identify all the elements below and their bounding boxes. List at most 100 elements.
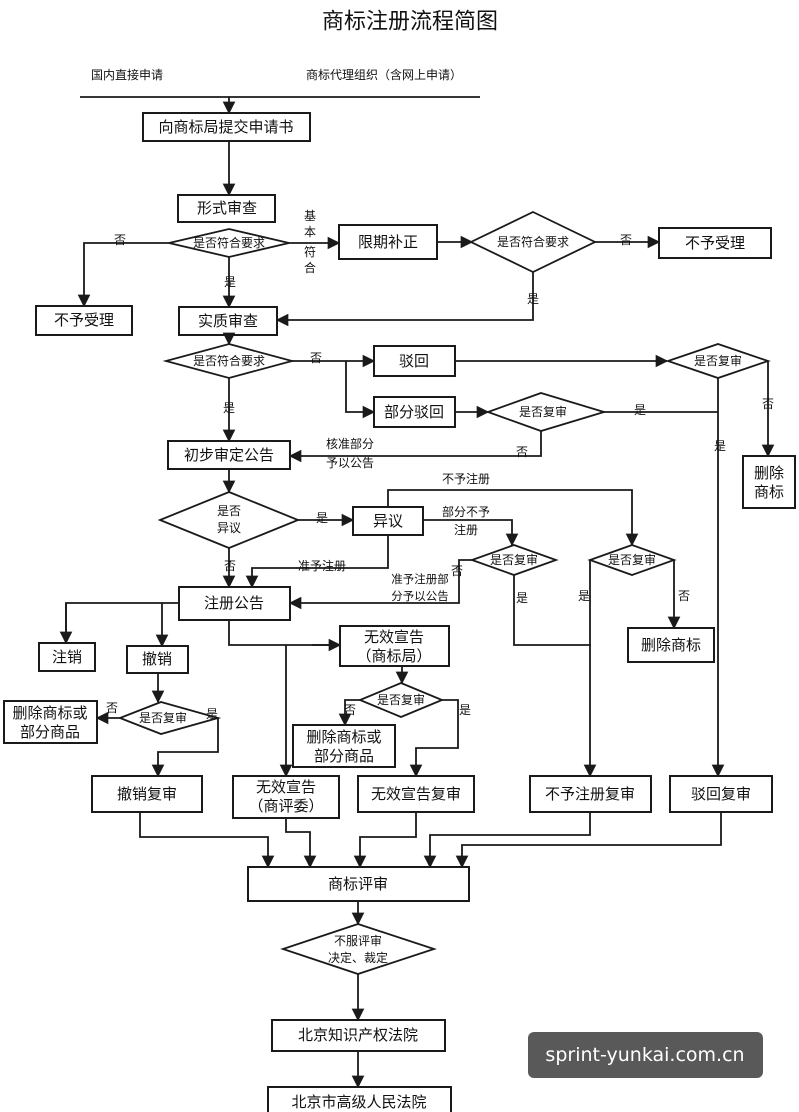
- edge-obj-approve: [245, 535, 389, 589]
- basic-fit-3: 符: [304, 244, 316, 259]
- q6-yes-label: 是: [459, 703, 471, 717]
- objq-no-label: 否: [224, 559, 236, 573]
- edge-reject-review-board: [455, 812, 722, 869]
- revoke-box: [126, 645, 189, 674]
- review-q4-diamond: [587, 544, 677, 576]
- substantive-ok-label: 是否符合要求: [193, 353, 265, 368]
- source-direct: 国内直接申请: [91, 67, 163, 82]
- edge-invalid-board-board: [285, 818, 317, 869]
- objq-yes-label: 是: [316, 511, 328, 525]
- edge-correct-yes: [275, 272, 534, 327]
- board-review-label: 商标评审: [328, 875, 388, 893]
- reg-notice-label: 注册公告: [204, 594, 264, 612]
- q5-no-label: 否: [106, 701, 118, 715]
- correct-label: 限期补正: [358, 233, 418, 251]
- edge-revoke-review-board: [139, 812, 275, 869]
- substantive-box: [178, 306, 278, 336]
- invalid-office-box: [339, 625, 450, 667]
- reject-review-label: 驳回复审: [691, 785, 751, 803]
- high-court-label: 北京市高级人民法院: [291, 1093, 426, 1111]
- watermark-badge: [528, 1032, 763, 1078]
- invalid-board-line2: （商评委）: [248, 797, 323, 815]
- refuse-reg-review-box: [529, 775, 652, 813]
- q3-yes-label: 是: [516, 591, 528, 605]
- delete-goods-1-box: [3, 700, 98, 744]
- substantive-no-label: 否: [310, 351, 322, 365]
- delete-mark-1-line2: 商标: [754, 483, 784, 501]
- objection-q-line2: 异议: [217, 521, 241, 535]
- q5-yes-label: 是: [206, 707, 218, 721]
- edge-obj-partial: [423, 519, 519, 547]
- objection-q-line1: 是否: [217, 504, 241, 518]
- delete-goods-2-line2: 部分商品: [314, 747, 374, 765]
- high-court-box: [267, 1086, 452, 1112]
- revoke-review-box: [91, 775, 203, 813]
- q1-yes-label: 是: [714, 439, 726, 453]
- formal-no-label: 否: [114, 233, 126, 247]
- approve-part-notice-2: 分予以公告: [391, 589, 449, 603]
- basic-fit-2: 本: [304, 225, 316, 239]
- q2-no-label: 否: [516, 445, 528, 459]
- formal-review-label: 形式审查: [197, 199, 257, 217]
- edge-q3-yes: [513, 575, 597, 778]
- ip-court-label: 北京知识产权法院: [298, 1026, 418, 1044]
- cancel-box: [38, 642, 96, 672]
- not-accepted-right-label: 不予受理: [685, 234, 745, 252]
- correct-box: [338, 224, 438, 260]
- invalid-office-line2: （商标局）: [356, 647, 431, 665]
- q6-no-label: 否: [344, 703, 356, 717]
- review-q6-diamond: [357, 682, 445, 718]
- delete-goods-2-box: [292, 724, 396, 768]
- not-accepted-left-box: [35, 305, 133, 336]
- approve-part-1: 核准部分: [326, 436, 374, 451]
- review-q5-label: 是否复审: [139, 710, 187, 725]
- substantive-label: 实质审查: [198, 312, 258, 330]
- invalid-review-label: 无效宣告复审: [371, 785, 461, 803]
- dissatisfied-line2: 决定、裁定: [328, 950, 388, 965]
- not-accepted-right-box: [658, 227, 772, 259]
- q2-yes-label: 是: [634, 403, 646, 417]
- q1-no-label: 否: [762, 397, 774, 411]
- formal-yes-label: 是: [224, 275, 236, 289]
- edge-q2-no: [288, 431, 542, 463]
- delete-mark-2-label: 删除商标: [641, 636, 701, 654]
- correct-ok-label: 是否符合要求: [497, 234, 569, 249]
- edge-q5-yes: [151, 718, 219, 778]
- delete-goods-1-line2: 部分商品: [20, 723, 80, 741]
- review-q6-label: 是否复审: [377, 692, 425, 707]
- source-agency: 商标代理组织（含网上申请）: [306, 67, 462, 82]
- q3-no-label: 否: [451, 564, 463, 578]
- edge-obj-refuse: [387, 489, 639, 547]
- submit-box: [142, 112, 311, 142]
- revoke-review-label: 撤销复审: [117, 785, 177, 803]
- review-q5-diamond: [117, 701, 222, 735]
- reject-label: 驳回: [399, 352, 429, 370]
- correct-yes-label: 是: [527, 292, 539, 306]
- partial-reject-label: 部分驳回: [384, 403, 444, 421]
- edge-q6-no: [338, 699, 360, 727]
- submit-label: 向商标局提交申请书: [158, 118, 293, 136]
- refuse-reg-review-label: 不予注册复审: [545, 785, 635, 803]
- prelim-notice-label: 初步审定公告: [184, 446, 274, 464]
- approve-part-notice-1: 准予注册部: [391, 572, 449, 586]
- substantive-yes-label: 是: [223, 401, 235, 415]
- delete-goods-2-line1: 删除商标或: [306, 728, 381, 746]
- basic-fit-1: 基: [304, 209, 316, 223]
- approve-part-2: 予以公告: [326, 456, 374, 470]
- partial-refuse-1: 部分不予: [442, 504, 490, 519]
- edge-sub-partial: [345, 361, 376, 419]
- edge-q6-yes: [409, 699, 459, 778]
- review-q2-label: 是否复审: [519, 404, 567, 419]
- edge-refuse-review-board: [423, 812, 591, 869]
- correct-no-label: 否: [620, 233, 632, 247]
- review-q3-label: 是否复审: [490, 552, 538, 567]
- partial-refuse-2: 注册: [454, 522, 478, 537]
- objection-box: [352, 506, 424, 536]
- invalid-board-box: [232, 775, 340, 819]
- revoke-label: 撤销: [142, 650, 172, 668]
- delete-mark-1-box: [742, 455, 796, 509]
- edge-invalid-review-board: [353, 812, 417, 869]
- reject-review-box: [669, 775, 773, 813]
- invalid-office-line1: 无效宣告: [364, 628, 424, 646]
- dissatisfied-line1: 不服评审: [334, 933, 382, 948]
